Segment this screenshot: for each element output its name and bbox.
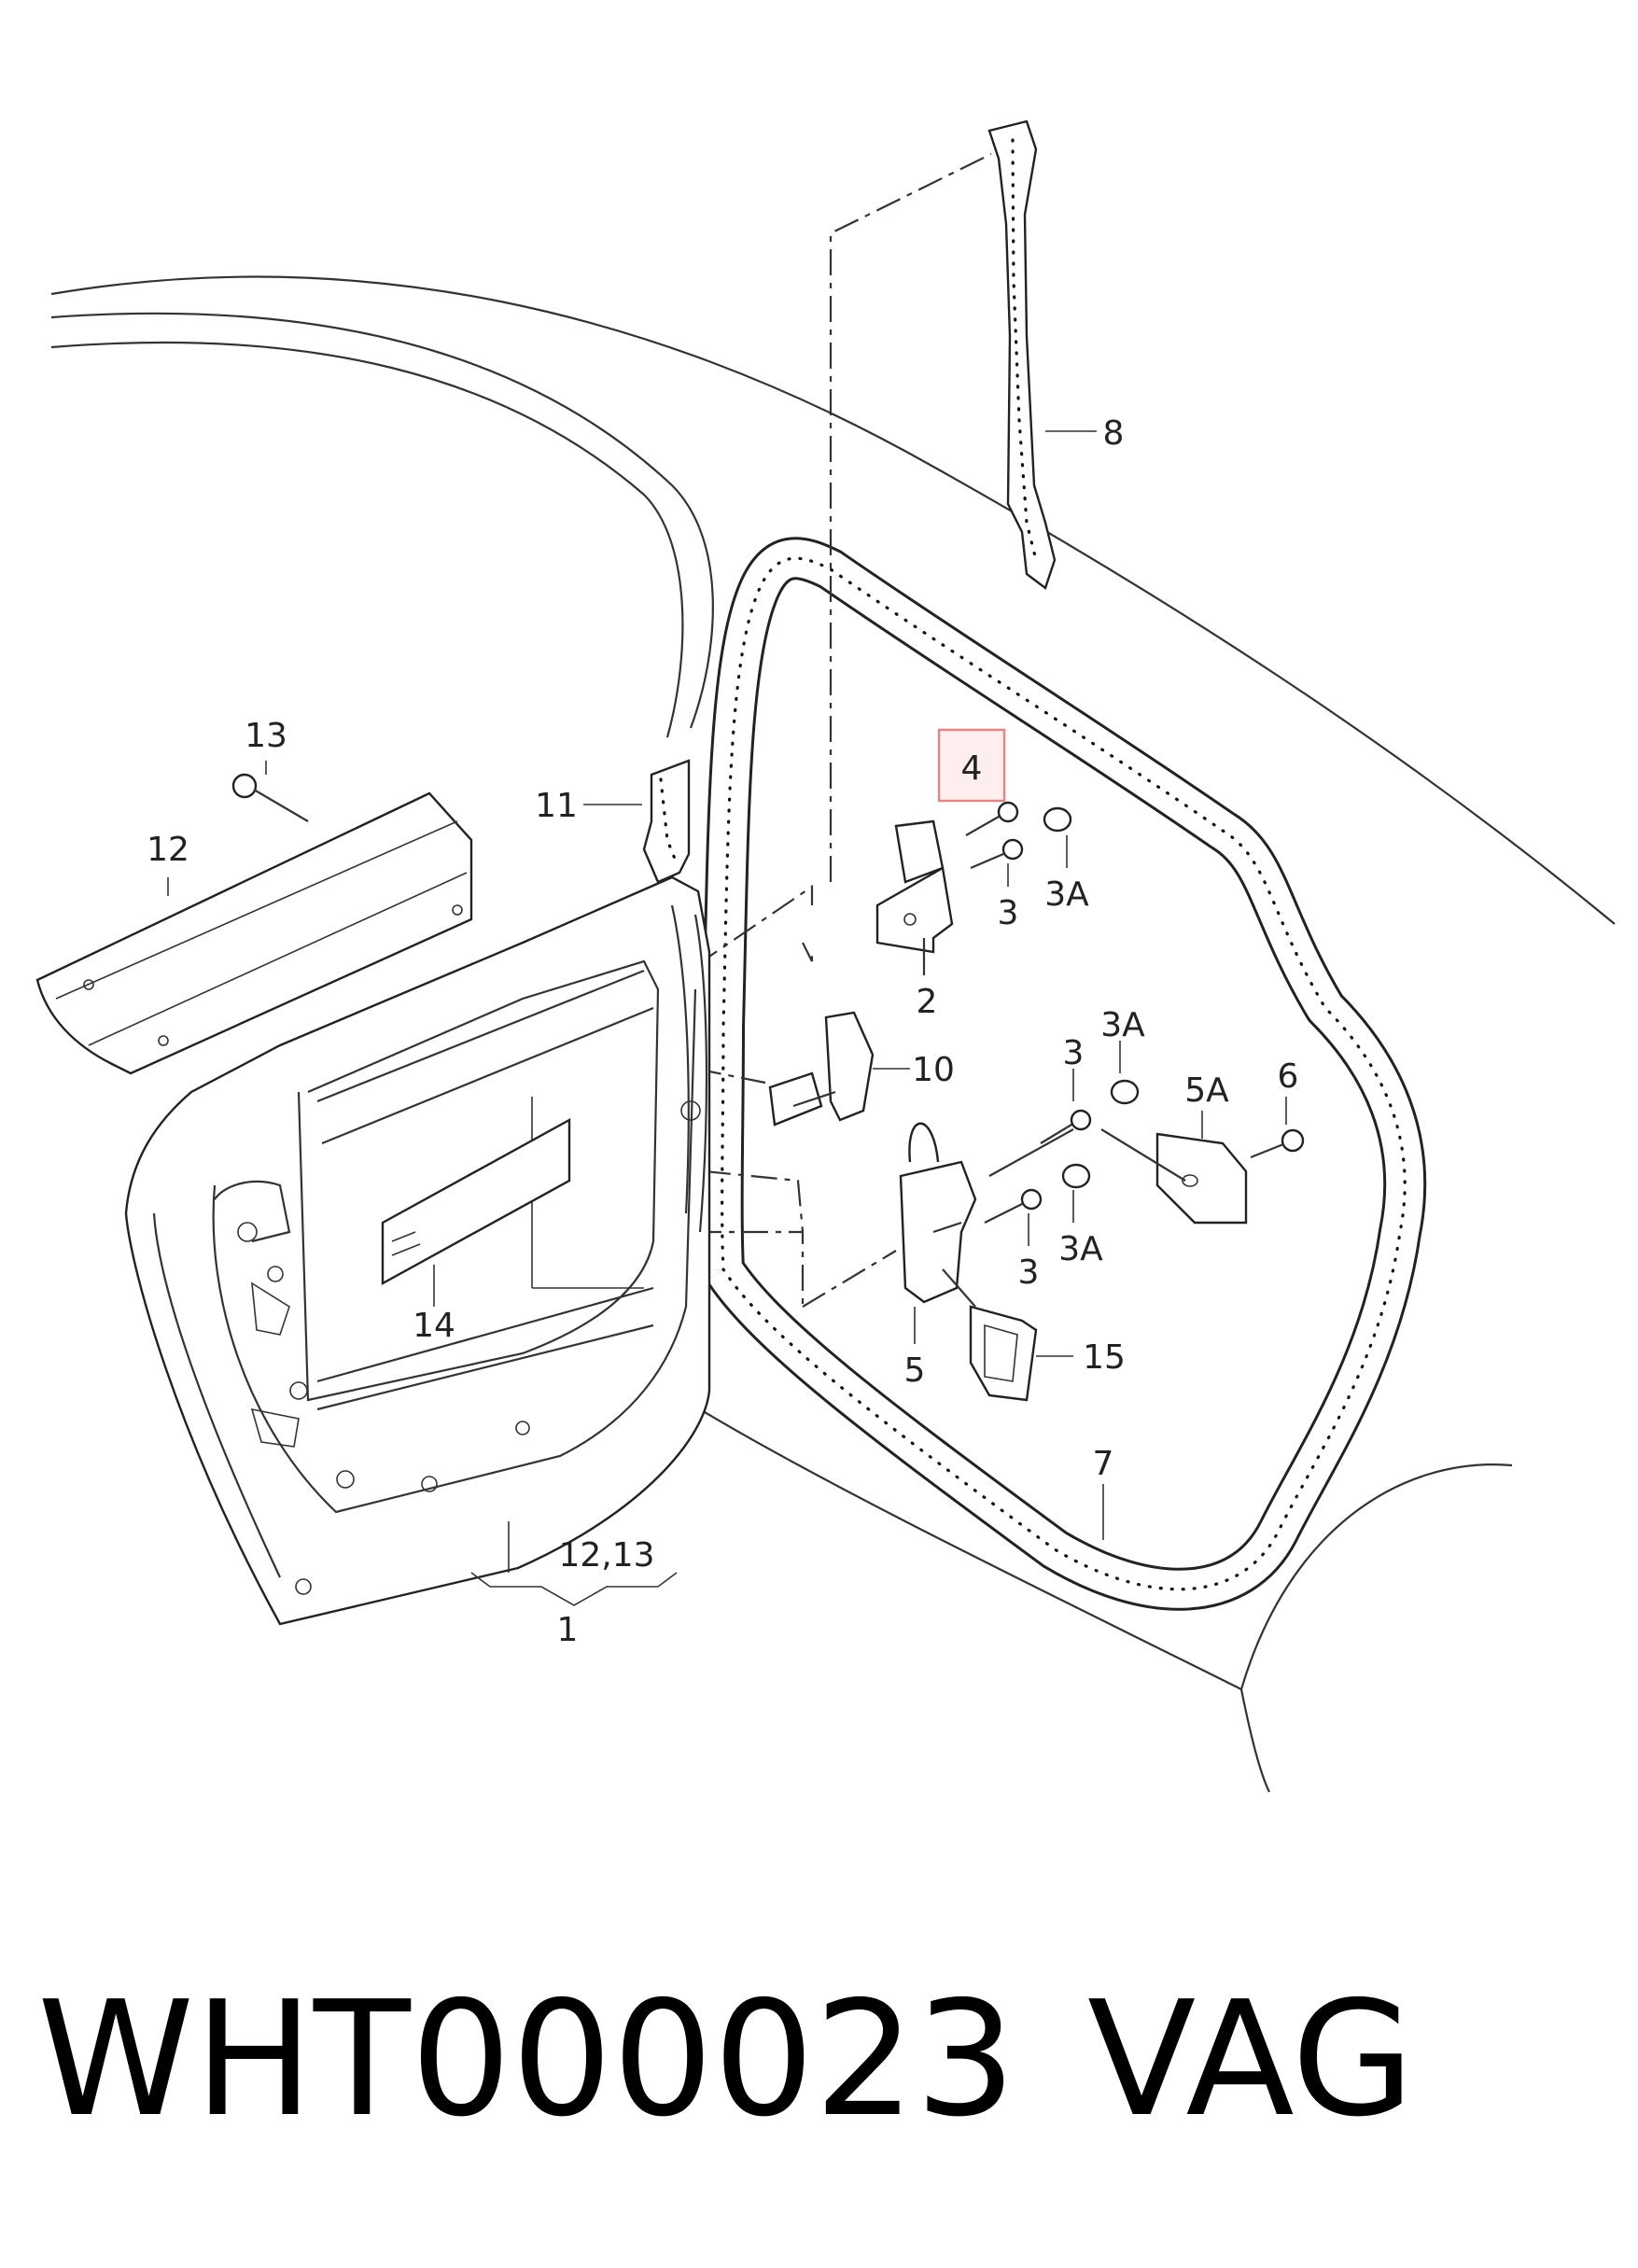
label-3-lower: 3: [1018, 1253, 1040, 1292]
screw-3-mid: [988, 1069, 1092, 1177]
label-5A: 5A: [1184, 1071, 1229, 1110]
label-6: 6: [1278, 1057, 1299, 1096]
car-body-outline: [50, 275, 1616, 1793]
label-3A-lower: 3A: [1058, 1230, 1103, 1268]
label-15: 15: [1083, 1338, 1126, 1377]
screw-13: [231, 761, 309, 822]
block-5A: [1100, 1111, 1248, 1225]
stop-buffer-10: [768, 1011, 910, 1127]
brand: VAG: [1087, 1967, 1414, 2152]
door-seal-7: [700, 537, 1427, 1611]
washer-3A-upper: [1043, 806, 1072, 868]
part-labels: 1 2 3 3 3 3A 3A 3A 4 5 5A 6 7 8 10 11 12…: [147, 414, 1298, 1649]
bracket-11: [583, 759, 691, 884]
trim-strip-12: [35, 791, 473, 1075]
part-number: WHT000023: [37, 1967, 1016, 2152]
screw-3-upper: [970, 838, 1024, 887]
screw-4: [965, 801, 1019, 836]
label-3A-upper: 3A: [1044, 875, 1089, 914]
hinge-cover-15: [942, 1268, 1073, 1402]
label-3-mid: 3: [1063, 1034, 1085, 1072]
assembly-leader-lines: [694, 153, 992, 1308]
label-8: 8: [1103, 414, 1125, 453]
highlight-box: [937, 728, 1006, 803]
label-10: 10: [912, 1051, 955, 1089]
pillar-trim-8: [987, 119, 1097, 590]
label-5: 5: [904, 1351, 926, 1390]
label-3A-mid: 3A: [1100, 1006, 1145, 1044]
screw-3-lower: [984, 1188, 1043, 1246]
label-3-upper: 3: [998, 894, 1019, 932]
footer-caption: WHT000023 VAG: [37, 1967, 1414, 2152]
label-7: 7: [1093, 1445, 1114, 1483]
label-2: 2: [917, 983, 938, 1021]
label-14: 14: [413, 1307, 455, 1345]
brace-1: [470, 1572, 678, 1606]
washer-3A-mid: [1110, 1041, 1140, 1105]
hinge-upper-2: [875, 819, 954, 975]
label-12: 12: [147, 831, 189, 869]
label-plate-14: [381, 1117, 571, 1307]
label-12-13: 12,13: [558, 1536, 654, 1575]
hinge-lower-5: [899, 1122, 977, 1344]
label-11: 11: [535, 787, 578, 825]
screw-6: [1250, 1097, 1305, 1159]
label-13: 13: [245, 717, 287, 755]
label-1: 1: [557, 1611, 579, 1649]
label-4: 4: [961, 749, 983, 788]
washer-3A-lower: [1061, 1163, 1091, 1223]
